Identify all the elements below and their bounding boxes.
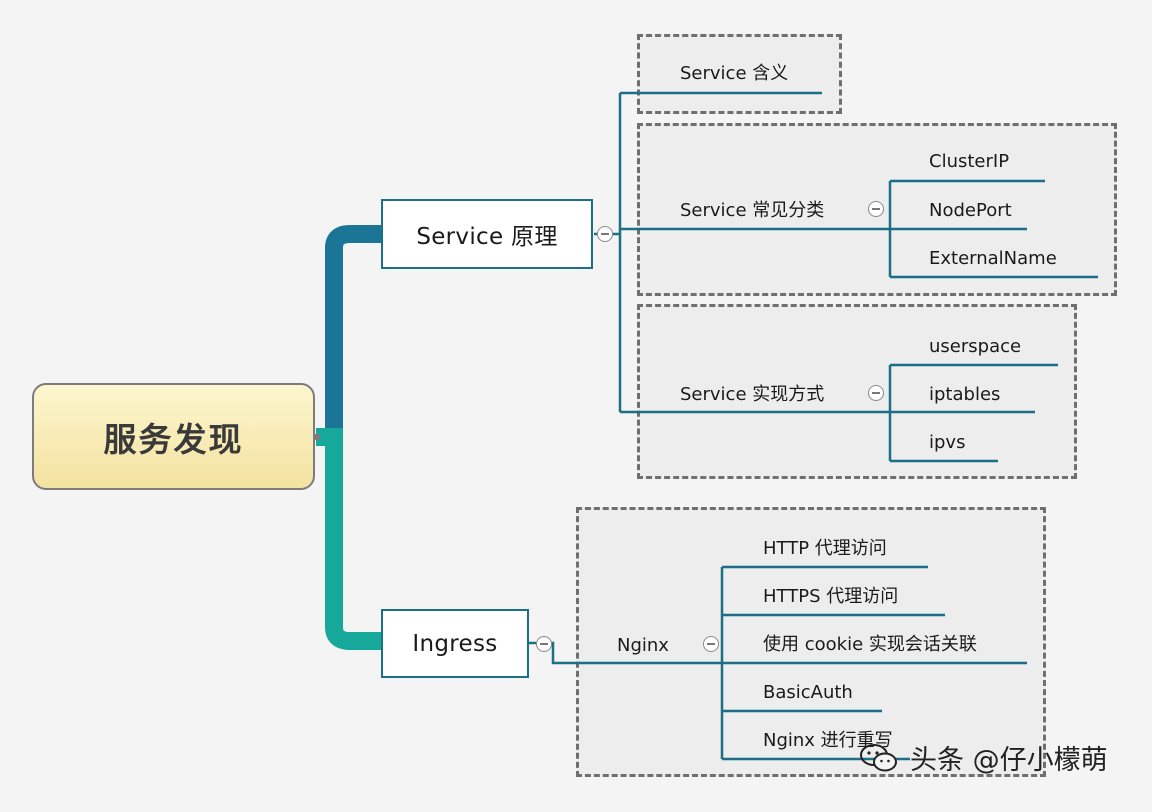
root-junction (314, 434, 320, 440)
branch-curve-ingress (316, 428, 381, 650)
label-impl-userspace[interactable]: userspace (929, 336, 1022, 357)
watermark: 头条 @仔小檬萌 (858, 738, 1108, 777)
label-service-meaning[interactable]: Service 含义 (680, 63, 789, 84)
node-ingress[interactable]: Ingress (381, 609, 529, 678)
node-ingress-label: Ingress (412, 630, 498, 657)
label-type-nodeport[interactable]: NodePort (929, 200, 1012, 221)
label-nginx-http[interactable]: HTTP 代理访问 (763, 538, 887, 559)
group-box-service-meaning (637, 34, 842, 114)
wechat-bubble-icon (858, 742, 898, 774)
branch-curve-service (316, 225, 381, 446)
label-service-impl[interactable]: Service 实现方式 (680, 384, 825, 405)
label-impl-ipvs[interactable]: ipvs (929, 432, 966, 453)
label-nginx-cookie[interactable]: 使用 cookie 实现会话关联 (763, 634, 977, 655)
root-node[interactable]: 服务发现 (32, 383, 315, 490)
node-service-principle-label: Service 原理 (416, 224, 558, 250)
collapse-toggle-nginx[interactable] (703, 636, 719, 652)
collapse-toggle-service[interactable] (597, 226, 613, 242)
label-impl-iptables[interactable]: iptables (929, 384, 1001, 405)
label-type-clusterip[interactable]: ClusterIP (929, 151, 1010, 172)
label-nginx[interactable]: Nginx (617, 635, 669, 656)
label-nginx-basicauth[interactable]: BasicAuth (763, 682, 853, 703)
label-service-types[interactable]: Service 常见分类 (680, 200, 825, 221)
node-service-principle[interactable]: Service 原理 (381, 199, 593, 269)
root-label: 服务发现 (103, 419, 244, 459)
label-type-externalname[interactable]: ExternalName (929, 248, 1057, 269)
label-nginx-rewrite[interactable]: Nginx 进行重写 (763, 730, 893, 751)
collapse-toggle-impl[interactable] (868, 385, 884, 401)
watermark-text: 头条 @仔小檬萌 (910, 745, 1108, 776)
group-box-service-impl (637, 304, 1077, 479)
label-nginx-https[interactable]: HTTPS 代理访问 (763, 586, 899, 607)
collapse-toggle-types[interactable] (868, 201, 884, 217)
collapse-toggle-ingress[interactable] (536, 636, 552, 652)
group-box-ingress-nginx (576, 507, 1046, 777)
